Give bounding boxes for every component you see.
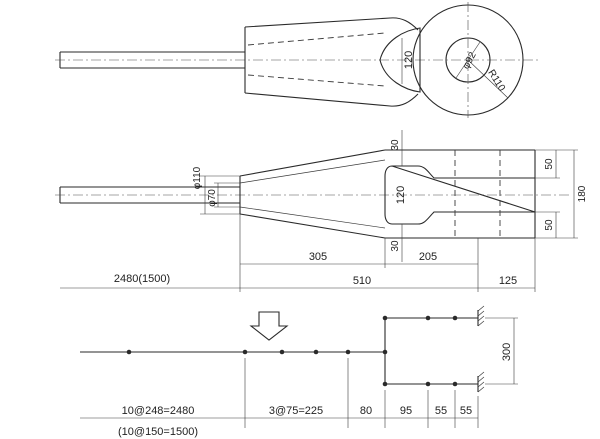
model-top-support [477, 305, 485, 327]
side-dia-outer-label: φ110 [192, 166, 203, 189]
model-seg-a-label: 10@248=2480 [122, 405, 195, 417]
side-lower-width-label: 50 [544, 219, 555, 231]
model-node [382, 349, 388, 355]
side-dia-inner-label: φ70 [207, 189, 218, 207]
side-taper-inner-lower [239, 206, 386, 229]
side-overall-length-label: 510 [353, 275, 371, 287]
side-shaft-length-label: 2480(1500) [114, 273, 170, 285]
side-slot-outline [384, 165, 536, 225]
down-arrow-icon [249, 311, 289, 341]
top-hidden-taper-lower [247, 74, 386, 87]
side-opening-label: 120 [395, 186, 407, 204]
model-bottom-support [477, 371, 485, 393]
side-bottom-thickness-label: 30 [390, 240, 401, 252]
top-taper-body-lower [244, 92, 419, 107]
top-hidden-taper-upper [247, 32, 386, 46]
model-node [242, 349, 248, 355]
top-outer-radius-label: R110 [485, 68, 507, 94]
analysis-model: 300 10@248=2480 (10@150=1500) 3@75=225 8… [80, 305, 518, 438]
side-upper-width-label: 50 [544, 158, 555, 170]
model-node [382, 315, 388, 321]
model-seg-e-label: 55 [435, 405, 447, 417]
side-taper-length-label: 305 [309, 251, 327, 263]
model-node [425, 315, 431, 321]
side-end-length-label: 125 [499, 275, 517, 287]
model-node [382, 381, 388, 387]
side-taper-inner-upper [239, 159, 386, 184]
model-node [452, 315, 458, 321]
side-top-thickness-label: 30 [390, 139, 401, 151]
top-taper-body [244, 17, 419, 31]
side-total-height-label: 180 [577, 185, 588, 202]
side-taper-upper [239, 149, 386, 177]
model-height-label: 300 [501, 343, 513, 361]
side-taper-lower [239, 213, 386, 239]
model-node [279, 349, 285, 355]
side-head-length-label: 205 [419, 251, 437, 263]
top-tongue [379, 27, 421, 93]
top-height-label: 120 [403, 51, 415, 69]
model-node [345, 349, 351, 355]
side-view: φ110 φ70 120 30 30 50 50 180 305 205 248… [55, 130, 588, 292]
model-seg-f-label: 55 [460, 405, 472, 417]
model-node [452, 381, 458, 387]
top-view: 120 φ92 R110 [55, 2, 540, 118]
model-node [425, 381, 431, 387]
model-node [126, 349, 132, 355]
model-seg-a-alt-label: (10@150=1500) [118, 426, 198, 438]
model-seg-b-label: 3@75=225 [269, 405, 323, 417]
top-ear-radius-leader [467, 59, 509, 99]
model-seg-d-label: 95 [400, 405, 412, 417]
model-node [313, 349, 319, 355]
model-seg-c-label: 80 [360, 405, 372, 417]
